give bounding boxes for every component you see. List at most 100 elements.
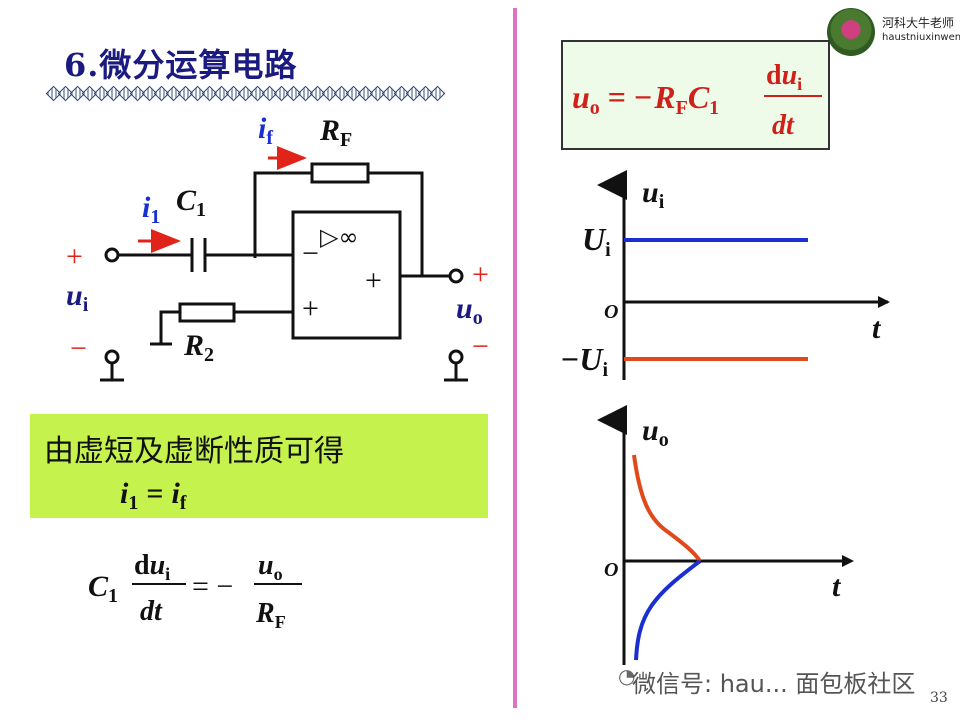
if-sub: f <box>266 127 273 149</box>
f-eq: = − <box>608 79 652 115</box>
f-num-d: d <box>766 60 782 91</box>
svg-text:C1: C1 <box>176 184 206 221</box>
uo-ylabel: u <box>642 414 659 447</box>
derivative-equation: C1 dui dt = − uo RF <box>88 550 302 632</box>
svg-text:uo: uo <box>258 550 283 584</box>
svg-text:Ui: Ui <box>582 221 611 261</box>
output-plus: + <box>472 258 489 291</box>
eq-lhs-sub: 1 <box>128 492 138 514</box>
output-terminal <box>448 268 464 284</box>
conclusion-text: 由虚短及虚断性质可得 <box>44 434 344 469</box>
if-label: i <box>258 112 267 145</box>
input-ground-terminal <box>104 349 120 365</box>
f-lhs-sub: o <box>590 97 600 119</box>
uo-positive-spike <box>632 454 702 563</box>
rf-label: R <box>319 114 340 147</box>
i1-label: i <box>142 191 151 224</box>
flower-logo-icon <box>827 8 875 56</box>
uo-label: u <box>456 292 473 325</box>
c1-sub: 1 <box>196 199 206 221</box>
resistor-r2 <box>178 302 236 323</box>
eq-rhs: i <box>171 477 180 510</box>
slide-title: 6.微分运算电路 <box>64 46 298 84</box>
watermark: 微信号: hau... 面包板社区 <box>632 670 916 698</box>
wechat-icon: ◔ <box>618 664 636 688</box>
svg-text:i1: i1 <box>142 191 160 228</box>
eqn-c-sub: 1 <box>108 585 118 607</box>
eqn-c: C <box>88 570 109 603</box>
graph-output: uo t O <box>597 405 854 665</box>
ui-ylabel-sub: i <box>659 191 665 213</box>
f-lhs: u <box>572 79 590 115</box>
logo-line2: haustniuxinwen <box>882 32 960 43</box>
svg-text:−Ui: −Ui <box>560 341 609 381</box>
resistor-rf <box>310 162 370 184</box>
svg-text:uo: uo <box>456 292 483 329</box>
eqn-num-d: d <box>134 550 150 581</box>
svg-text:dui: dui <box>134 550 170 584</box>
svg-text:C1: C1 <box>88 570 118 607</box>
svg-text:if: if <box>258 112 273 149</box>
input-terminal <box>104 247 120 263</box>
feedback-wire <box>253 171 424 276</box>
eqn-eq: = − <box>192 570 233 603</box>
output-minus: − <box>472 330 489 363</box>
uo-sub: o <box>473 307 483 329</box>
r2-wire <box>159 310 293 344</box>
uo-x-arrow-icon <box>842 555 854 567</box>
ui-ylabel: u <box>642 176 659 209</box>
svg-text:i1=if: i1=if <box>120 477 187 514</box>
eqn-rnum-sub: o <box>274 564 283 584</box>
opamp-output-sign: + <box>365 264 382 297</box>
ui-origin: O <box>604 301 618 323</box>
ui-neg-level-sub: i <box>603 359 609 381</box>
input-minus: − <box>70 332 87 365</box>
f-r: R <box>653 79 675 115</box>
opamp-body <box>291 210 402 340</box>
svg-text:dui: dui <box>766 60 802 94</box>
vertical-divider <box>513 8 517 708</box>
ui-sub: i <box>83 294 89 316</box>
graph-input: ui t O Ui −Ui <box>560 170 890 381</box>
opamp-symbol-icon: ▷∞ <box>320 223 358 251</box>
output-ground-wire <box>444 363 468 382</box>
opamp-noninverting-sign: + <box>302 292 319 325</box>
circuit <box>100 162 468 382</box>
eqn-rden: R <box>255 598 275 629</box>
r2-label: R <box>183 329 204 362</box>
c1-label: C <box>176 184 197 217</box>
page-number: 33 <box>930 690 948 706</box>
eqn-rden-sub: F <box>275 612 286 632</box>
ui-pos-level-label: U <box>582 221 607 257</box>
f-den: dt <box>772 110 795 141</box>
svg-text:uo= −RFC1: uo = −RFC1 <box>572 79 719 119</box>
f-num-u: u <box>782 60 798 91</box>
ui-neg-level-label: −U <box>560 341 604 377</box>
eqn-den: dt <box>140 596 163 627</box>
eqn-num-sub: i <box>165 564 170 584</box>
svg-text:ui: ui <box>642 176 665 213</box>
r2-sub: 2 <box>204 344 214 366</box>
f-r-sub: F <box>676 97 688 119</box>
i1-sub: 1 <box>150 206 160 228</box>
svg-text:RF: RF <box>319 114 352 151</box>
svg-text:R2: R2 <box>183 329 214 366</box>
eq-sign: = <box>146 477 163 510</box>
svg-text:RF: RF <box>255 598 286 632</box>
eq-rhs-sub: f <box>180 492 187 514</box>
eqn-rnum: u <box>258 550 274 581</box>
ui-pos-level-sub: i <box>605 239 611 261</box>
eq-lhs: i <box>120 477 129 510</box>
opamp-inverting-sign: − <box>302 237 319 270</box>
conclusion-box <box>30 414 488 518</box>
f-c-sub: 1 <box>709 97 719 119</box>
rf-sub: F <box>340 129 352 151</box>
output-ground-terminal <box>448 349 464 365</box>
ui-label: u <box>66 279 83 312</box>
f-num-sub: i <box>797 74 802 94</box>
input-ground-wire <box>100 363 124 382</box>
ui-x-arrow-icon <box>878 296 890 308</box>
f-c: C <box>688 79 710 115</box>
output-formula: uo= −RFC1 dui dt <box>572 60 822 141</box>
